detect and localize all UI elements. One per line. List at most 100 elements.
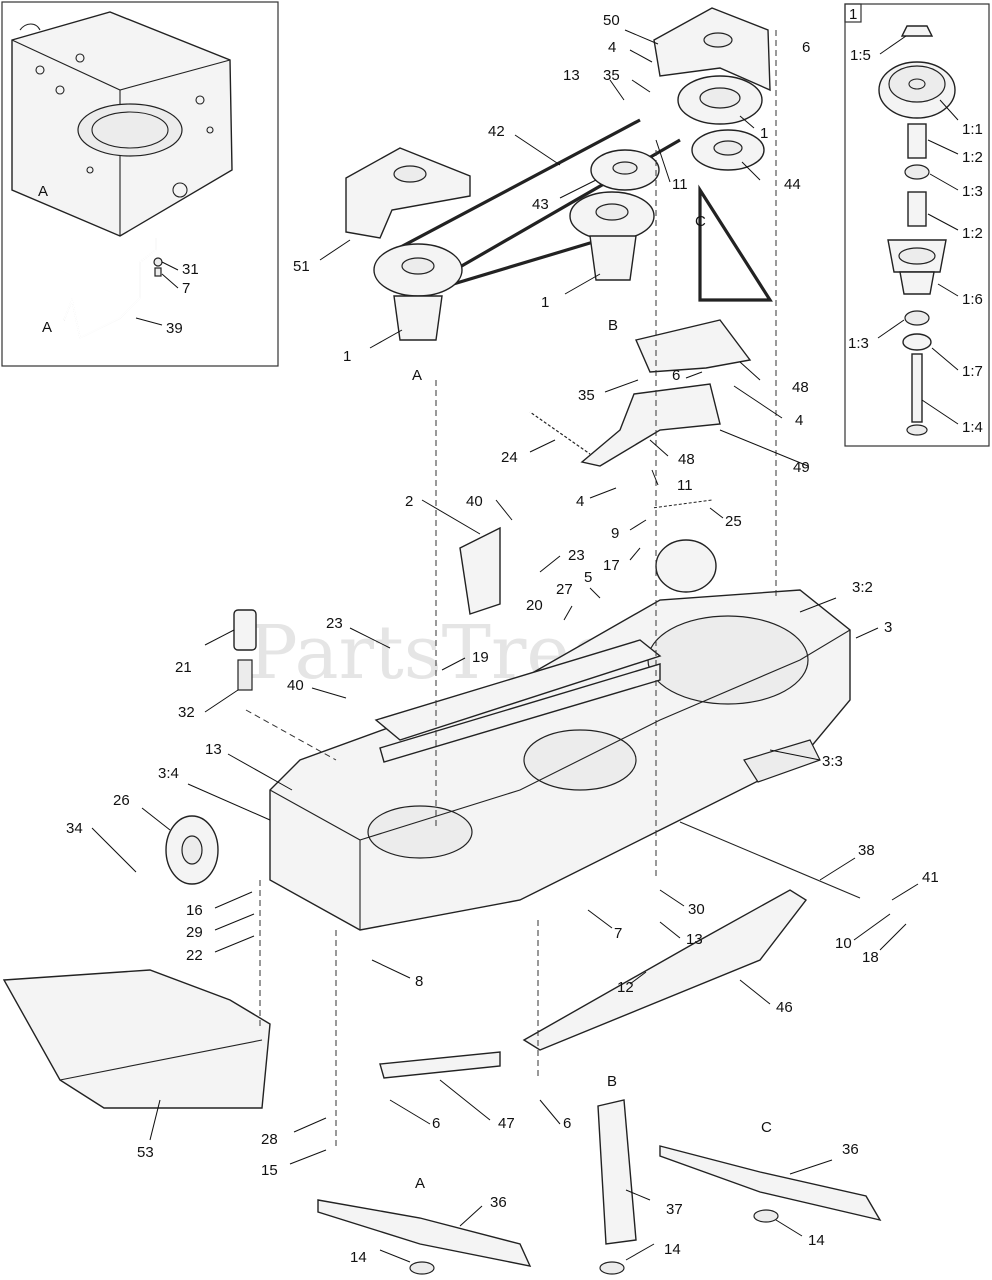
callout-42: 42 — [488, 123, 505, 140]
callout-15: 15 — [261, 1162, 278, 1179]
callout-3-2: 3:2 — [852, 579, 873, 596]
callout-26: 26 — [113, 792, 130, 809]
callout-41: 41 — [922, 869, 939, 886]
callout-28: 28 — [261, 1131, 278, 1148]
callout-19: 19 — [472, 649, 489, 666]
bracket-46 — [522, 889, 808, 1051]
callout-3: 3 — [884, 619, 892, 636]
callout-35-top: 35 — [603, 67, 620, 84]
letter-A-inset-frame: A — [38, 183, 48, 200]
letter-B-spindle: B — [608, 317, 618, 334]
blade-37-B — [597, 1099, 637, 1275]
callout-1-1: 1:1 — [962, 121, 983, 138]
inset-spindle-box — [844, 3, 990, 447]
callout-5: 5 — [584, 569, 592, 586]
callout-37: 37 — [666, 1201, 683, 1218]
callout-6-bottom-left: 6 — [432, 1115, 440, 1132]
callout-7-center: 7 — [614, 925, 622, 942]
letter-B-blade: B — [607, 1073, 617, 1090]
callout-18: 18 — [862, 949, 879, 966]
lift-rod-39 — [63, 238, 163, 340]
callout-51: 51 — [293, 258, 310, 275]
callout-13-top: 13 — [563, 67, 580, 84]
callout-12: 12 — [617, 979, 634, 996]
blade-36-C — [659, 1145, 882, 1223]
callout-1-7: 1:7 — [962, 363, 983, 380]
callout-11-lower: 11 — [677, 477, 693, 494]
callout-6-mid: 6 — [672, 367, 680, 384]
letter-C-belt: C — [695, 213, 706, 230]
callout-20: 20 — [526, 597, 543, 614]
callout-4-top: 4 — [608, 39, 616, 56]
callout-27: 27 — [556, 581, 573, 598]
callout-40-mid: 40 — [287, 677, 304, 694]
callout-23-mid: 23 — [326, 615, 343, 632]
callout-44: 44 — [784, 176, 801, 193]
gauge-wheel-21-32 — [233, 609, 257, 691]
deck-wheels — [165, 539, 717, 885]
letter-A-blade: A — [415, 1175, 425, 1192]
inset-frame-box — [1, 1, 279, 367]
callout-1-3-lower: 1:3 — [848, 335, 869, 352]
callout-29: 29 — [186, 924, 203, 941]
callout-38: 38 — [858, 842, 875, 859]
letter-A-spindle: A — [412, 367, 422, 384]
callout-35-mid: 35 — [578, 387, 595, 404]
callout-1-2-lower: 1:2 — [962, 225, 983, 242]
callout-6-bottom-center: 6 — [563, 1115, 571, 1132]
callout-50: 50 — [603, 12, 620, 29]
callout-47: 47 — [498, 1115, 515, 1132]
callout-32: 32 — [178, 704, 195, 721]
callout-14-left: 14 — [350, 1249, 367, 1266]
belt-cover-51 — [345, 147, 471, 239]
letter-C-blade: C — [761, 1119, 772, 1136]
callout-24: 24 — [501, 449, 518, 466]
inset-number: 1 — [849, 6, 857, 23]
callout-1-6: 1:6 — [962, 291, 983, 308]
callout-46: 46 — [776, 999, 793, 1016]
callout-21: 21 — [175, 659, 192, 676]
callout-1-2-upper: 1:2 — [962, 149, 983, 166]
callout-22: 22 — [186, 947, 203, 964]
callout-30: 30 — [688, 901, 705, 918]
letter-A-inset-rod: A — [42, 319, 52, 336]
idler-bracket-50 — [653, 7, 771, 92]
callout-49: 49 — [793, 459, 810, 476]
callout-6-top: 6 — [802, 39, 810, 56]
callout-40-top: 40 — [466, 493, 483, 510]
callout-16: 16 — [186, 902, 203, 919]
rod-38 — [679, 821, 861, 899]
callout-14-center: 14 — [664, 1241, 681, 1258]
callout-13-center: 13 — [686, 931, 703, 948]
tractor-frame-illustration — [11, 11, 233, 237]
inset-number-box — [844, 3, 862, 23]
callout-53: 53 — [137, 1144, 154, 1161]
callout-4-mid: 4 — [795, 412, 803, 429]
callout-36-right: 36 — [842, 1141, 859, 1158]
callout-10: 10 — [835, 935, 852, 952]
callout-13-left: 13 — [205, 741, 222, 758]
callout-3-3: 3:3 — [822, 753, 843, 770]
baffle-47 — [379, 1051, 501, 1079]
callout-9: 9 — [611, 525, 619, 542]
callout-36-left: 36 — [490, 1194, 507, 1211]
callout-48-upper: 48 — [792, 379, 809, 396]
callout-8: 8 — [415, 973, 423, 990]
idler-arms-48-49 — [580, 319, 752, 467]
mower-deck-3 — [269, 589, 851, 931]
deck-frame-rails — [374, 526, 662, 763]
leader-lines — [91, 29, 959, 1263]
alignment-lines — [245, 30, 777, 1150]
springs — [529, 411, 713, 509]
callout-labels: 50 6 4 35 13 1 42 11 43 44 1 51 1 6 48 3… — [66, 12, 983, 1266]
spindle-exploded-illustration — [878, 25, 956, 436]
callout-17: 17 — [603, 557, 620, 574]
discharge-chute-53 — [2, 969, 271, 1109]
callout-7-inset: 7 — [182, 280, 190, 297]
callout-1-top-right: 1 — [760, 125, 768, 142]
callout-1-5: 1:5 — [850, 47, 871, 64]
callout-14-right: 14 — [808, 1232, 825, 1249]
callout-2: 2 — [405, 493, 413, 510]
callout-48-lower: 48 — [678, 451, 695, 468]
